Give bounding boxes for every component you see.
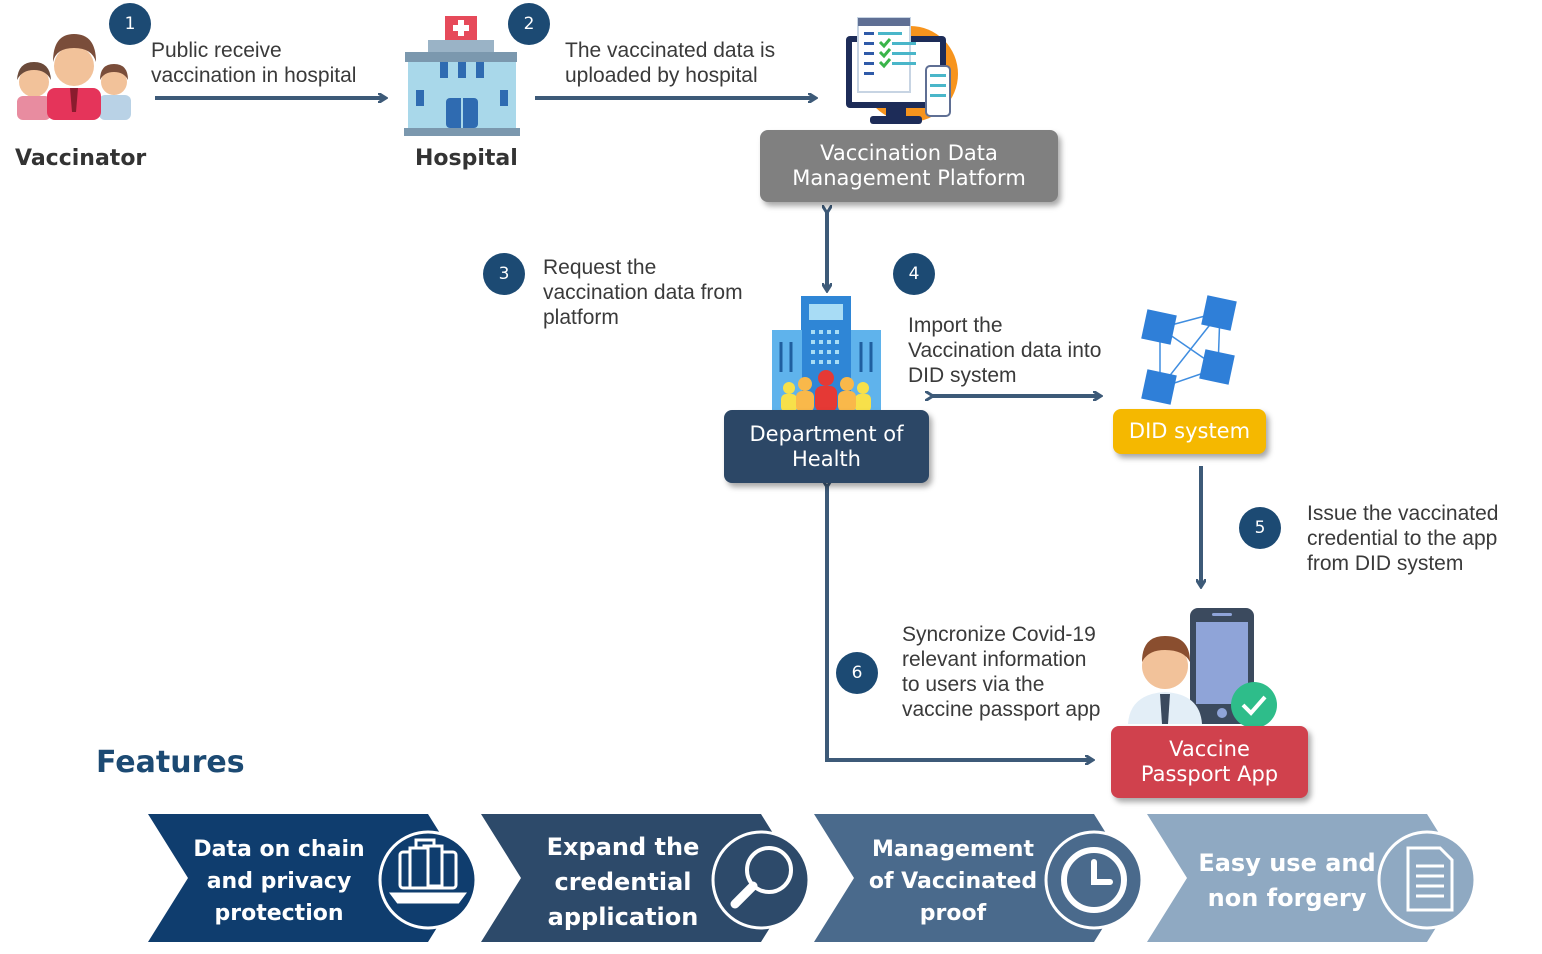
vaccinator-label: Vaccinator <box>15 146 147 171</box>
step-1-text: Public receive vaccination in hospital <box>151 39 357 87</box>
step-2-text: The vaccinated data is uploaded by hospi… <box>565 39 776 87</box>
step-badge-4: 4 <box>893 253 935 295</box>
feature-1-label: Data on chain and privacy protection <box>193 837 365 926</box>
laptop-documents-icon <box>389 838 467 904</box>
network-cubes-icon <box>1141 295 1237 405</box>
feature-chevron-1 <box>148 814 468 942</box>
step-badge-2: 2 <box>508 3 550 45</box>
document-icon <box>1406 846 1454 912</box>
feature-chevron-3 <box>814 814 1134 942</box>
feature-4-label: Easy use and non forgery <box>1198 849 1376 912</box>
arrow-department-to-app <box>827 486 1092 760</box>
did-box: DID system <box>1113 409 1266 454</box>
feature-2-label: Expand the credential application <box>546 833 700 931</box>
step-badge-5: 5 <box>1239 507 1281 549</box>
step-5-text: Issue the vaccinated credential to the a… <box>1307 502 1499 575</box>
government-building-icon <box>772 296 881 412</box>
people-icon <box>17 34 131 120</box>
hospital-label: Hospital <box>415 146 518 171</box>
step-badge-6: 6 <box>836 652 878 694</box>
step-6-text: Syncronize Covid-19 relevant information… <box>902 623 1101 721</box>
computer-records-icon <box>846 17 958 124</box>
step-badge-3: 3 <box>483 253 525 295</box>
features-heading: Features <box>96 745 245 780</box>
magnifier-icon <box>730 846 793 909</box>
flow-arrows <box>155 98 1201 760</box>
user-phone-icon <box>1128 608 1277 728</box>
clock-icon <box>1061 847 1127 913</box>
step-badge-1: 1 <box>109 3 151 45</box>
feature-chevron-4 <box>1147 814 1467 942</box>
step-3-text: Request the vaccination data from platfo… <box>543 256 743 329</box>
feature-chevron-2 <box>481 814 801 942</box>
step-4-text: Import the Vaccination data into DID sys… <box>908 314 1102 387</box>
platform-box: Vaccination Data Management Platform <box>760 130 1058 202</box>
feature-chevrons <box>148 814 1467 942</box>
hospital-icon <box>404 16 520 136</box>
app-box: Vaccine Passport App <box>1111 726 1308 798</box>
department-box: Department of Health <box>724 410 929 483</box>
feature-3-label: Management of Vaccinated proof <box>868 837 1038 926</box>
